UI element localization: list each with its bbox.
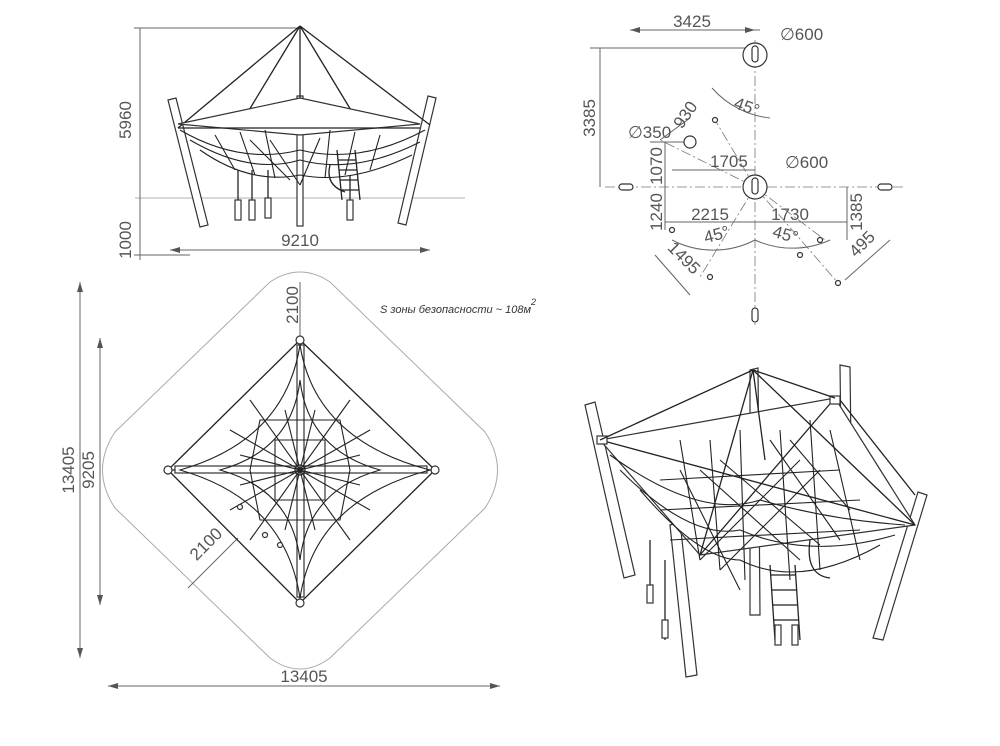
dim-930: 930 bbox=[670, 98, 702, 132]
dim-1240: 1240 bbox=[647, 193, 666, 231]
dim-d600-center: ∅600 bbox=[785, 153, 828, 172]
dim-1705: 1705 bbox=[710, 152, 748, 171]
dim-1070: 1070 bbox=[647, 147, 666, 185]
elevation-width: 9210 bbox=[281, 231, 319, 250]
footprint-plan: 2100 2100 9205 13405 13405 S зоны безопа… bbox=[59, 271, 536, 689]
dim-3385: 3385 bbox=[580, 99, 599, 137]
diag-span: 9205 bbox=[79, 451, 98, 489]
foundation-plan: 3425 3385 ∅600 ∅600 ∅350 930 1705 1070 1… bbox=[580, 12, 905, 325]
dim-d350: ∅350 bbox=[628, 123, 671, 142]
zone-offset-side: 2100 bbox=[186, 524, 226, 564]
angle-right: 45° bbox=[771, 222, 801, 247]
dim-495: 495 bbox=[845, 227, 878, 260]
zone-offset-top: 2100 bbox=[283, 286, 302, 324]
dim-1385: 1385 bbox=[847, 193, 866, 231]
safety-zone-outline bbox=[102, 271, 498, 670]
dim-1730: 1730 bbox=[771, 205, 809, 224]
outer-width: 13405 bbox=[280, 667, 327, 686]
safety-zone-note: S зоны безопасности ~ 108м2 bbox=[380, 297, 536, 316]
isometric-view bbox=[584, 364, 928, 678]
elevation-height-top: 5960 bbox=[116, 101, 135, 139]
front-elevation: 5960 1000 9210 bbox=[116, 25, 465, 260]
angle-left: 45° bbox=[702, 222, 732, 247]
dim-3425: 3425 bbox=[673, 12, 711, 31]
dim-2215: 2215 bbox=[691, 205, 729, 224]
elevation-height-base: 1000 bbox=[116, 221, 135, 259]
outer-height: 13405 bbox=[59, 446, 78, 493]
dim-d600-top: ∅600 bbox=[780, 25, 823, 44]
